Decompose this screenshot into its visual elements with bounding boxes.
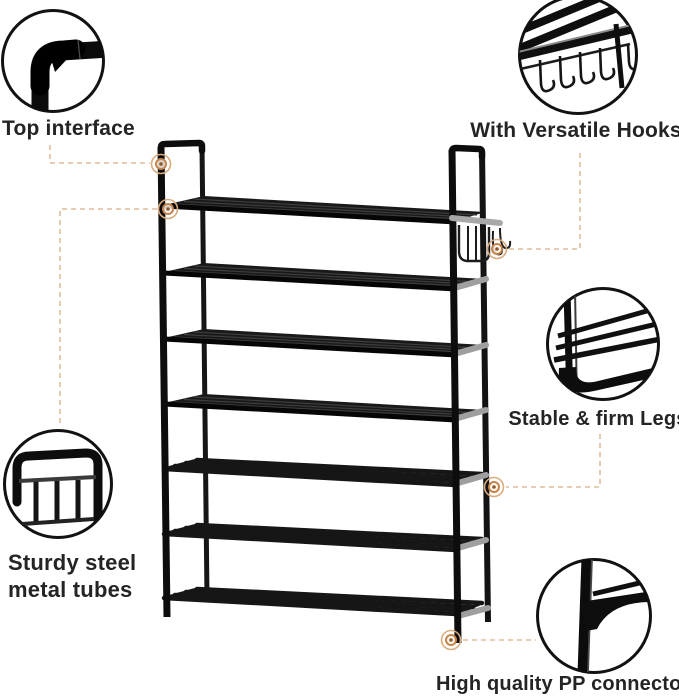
rack-left-top-bar	[157, 139, 206, 157]
callout-circle-top-interface	[1, 9, 105, 113]
leader-sturdy-tubes	[59, 208, 157, 427]
rack-shelf-tier4	[163, 394, 485, 423]
callout-circle-stable-legs	[546, 287, 660, 401]
marker-versatile-hooks	[486, 238, 508, 260]
rack	[157, 139, 512, 644]
leader-top-interface	[49, 145, 150, 164]
leader-stable-legs	[506, 434, 601, 488]
rack-left-back-post	[199, 144, 210, 599]
rack-shelf-tier7	[161, 586, 485, 617]
rack-right-back-post	[479, 149, 491, 623]
callout-circle-sturdy-tubes	[3, 429, 113, 539]
rack-shelf-tier5	[161, 457, 485, 488]
label-stable-legs: Stable & firm Legs	[508, 408, 679, 430]
rack-shelf-tier2	[163, 263, 485, 292]
pp-connectors-gray	[455, 276, 491, 619]
marker-pp-connector	[440, 629, 462, 651]
leader-versatile-hooks	[508, 153, 581, 250]
label-versatile-hooks: With Versatile Hooks	[470, 119, 679, 142]
marker-stable-legs	[483, 476, 505, 498]
marker-top-interface	[150, 153, 172, 175]
leader-lines	[49, 145, 601, 641]
rack-left-front-post	[157, 146, 171, 618]
rack-right-front-post	[448, 149, 462, 644]
connection-markers	[150, 153, 508, 651]
rack-shelf-tier1	[163, 196, 485, 225]
rack-shelf-tier6	[161, 522, 485, 553]
rack-right-top-bar	[448, 144, 486, 161]
callout-circle-pp-connector	[536, 558, 652, 674]
label-sturdy-tubes: Sturdy steel metal tubes	[8, 550, 137, 602]
rack-shelf-tier3	[163, 329, 485, 358]
label-top-interface: Top interface	[2, 117, 135, 140]
label-pp-connector: High quality PP connecto	[436, 673, 679, 695]
callout-circle-versatile-hooks	[518, 0, 638, 115]
rack-hook-accessory	[449, 215, 512, 263]
marker-sturdy-tubes	[157, 198, 179, 220]
